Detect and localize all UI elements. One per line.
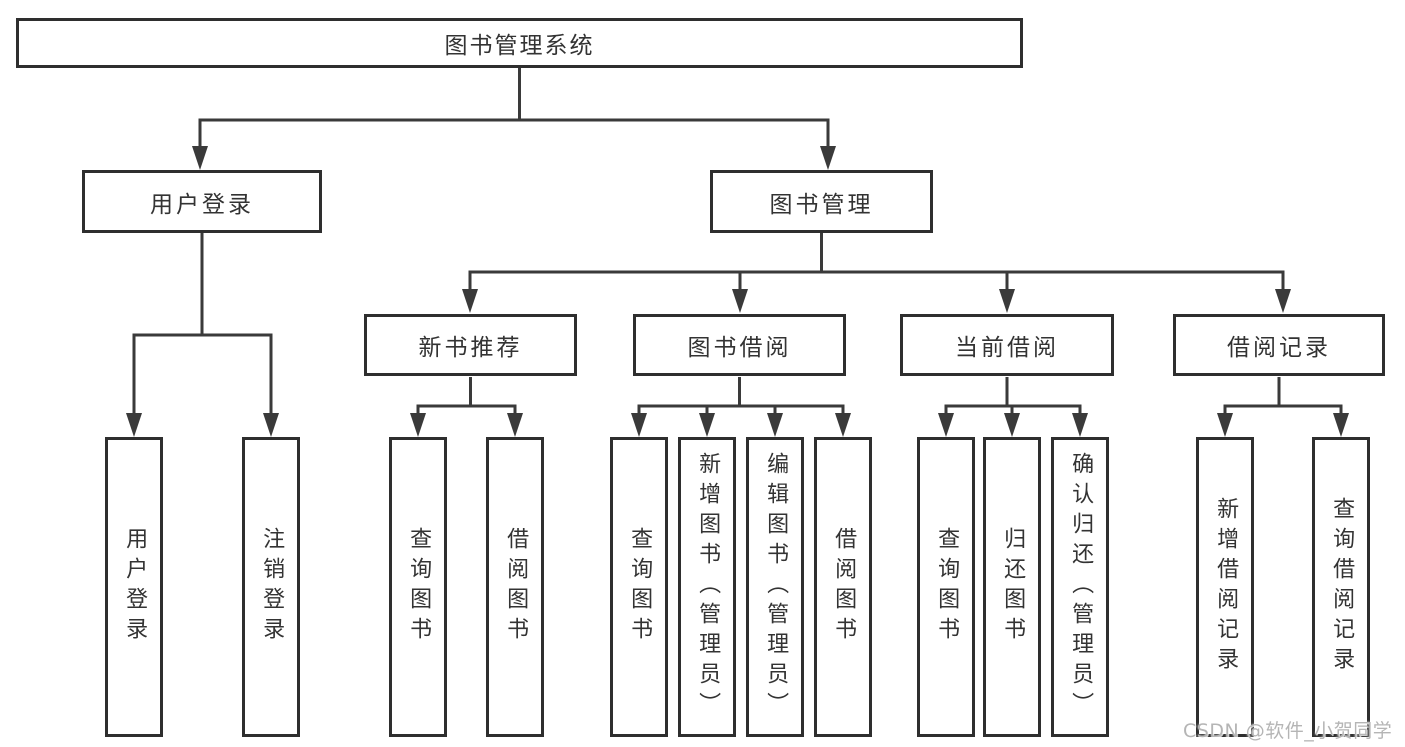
arrowheads: [126, 146, 1349, 437]
leaf-user-login: 用户登录: [105, 437, 163, 737]
connector-book-management: [468, 233, 1285, 295]
leaf-edit-book-admin: 编辑图书（管理员）: [746, 437, 804, 737]
arrow-down-icon: [1072, 413, 1088, 437]
leaf-borrow-books-label: 借阅图书: [831, 527, 857, 647]
arrow-down-icon: [938, 413, 954, 437]
connector-user-login: [132, 233, 273, 419]
arrow-down-icon: [462, 289, 478, 313]
node-current-borrow: 当前借阅: [900, 314, 1114, 376]
leaf-edit-book-admin-label: 编辑图书（管理员）: [763, 452, 789, 722]
leaf-query-books-recommend-label: 查询图书: [406, 527, 432, 647]
arrow-down-icon: [1004, 413, 1020, 437]
connector-current-borrow: [944, 377, 1082, 419]
arrow-down-icon: [1217, 413, 1233, 437]
arrow-down-icon: [1333, 413, 1349, 437]
arrow-down-icon: [699, 413, 715, 437]
connector-book-borrow: [637, 377, 845, 419]
node-new-book-recommend-label: 新书推荐: [418, 335, 523, 361]
node-book-management: 图书管理: [710, 170, 933, 233]
leaf-query-books-borrow-label: 查询图书: [627, 527, 653, 647]
connector-root: [198, 68, 830, 152]
leaf-add-borrow-record-label: 新增借阅记录: [1213, 497, 1239, 677]
leaf-add-book-admin: 新增图书（管理员）: [678, 437, 736, 737]
arrow-down-icon: [732, 289, 748, 313]
connector-new-book: [416, 377, 517, 419]
node-book-borrow-label: 图书借阅: [687, 335, 792, 361]
arrow-down-icon: [835, 413, 851, 437]
node-borrow-records-label: 借阅记录: [1227, 335, 1331, 361]
node-book-management-label: 图书管理: [769, 191, 874, 218]
leaf-confirm-return-admin-label: 确认归还（管理员）: [1068, 452, 1094, 722]
node-root-label: 图书管理系统: [444, 33, 595, 59]
leaf-query-books-recommend: 查询图书: [389, 437, 447, 737]
node-current-borrow-label: 当前借阅: [955, 335, 1059, 361]
leaf-borrow-books-recommend: 借阅图书: [486, 437, 544, 737]
watermark: CSDN @软件_小贺同学: [1183, 720, 1393, 742]
arrow-down-icon: [820, 146, 836, 170]
leaf-return-book: 归还图书: [983, 437, 1041, 737]
leaf-query-books-current-label: 查询图书: [934, 527, 960, 647]
arrow-down-icon: [410, 413, 426, 437]
leaf-return-book-label: 归还图书: [1000, 527, 1026, 647]
node-book-borrow: 图书借阅: [633, 314, 846, 376]
node-new-book-recommend: 新书推荐: [364, 314, 577, 376]
arrow-down-icon: [126, 413, 142, 437]
leaf-borrow-books: 借阅图书: [814, 437, 872, 737]
leaf-logout: 注销登录: [242, 437, 300, 737]
arrow-down-icon: [192, 146, 208, 170]
leaf-confirm-return-admin: 确认归还（管理员）: [1051, 437, 1109, 737]
node-user-login: 用户登录: [82, 170, 322, 233]
leaf-query-books-current: 查询图书: [917, 437, 975, 737]
arrow-down-icon: [1275, 289, 1291, 313]
leaf-add-book-admin-label: 新增图书（管理员）: [695, 452, 721, 722]
leaf-query-borrow-record-label: 查询借阅记录: [1329, 497, 1355, 677]
leaf-user-login-label: 用户登录: [122, 527, 148, 647]
arrow-down-icon: [999, 289, 1015, 313]
arrow-down-icon: [767, 413, 783, 437]
node-borrow-records: 借阅记录: [1173, 314, 1385, 376]
arrow-down-icon: [631, 413, 647, 437]
leaf-query-borrow-record: 查询借阅记录: [1312, 437, 1370, 737]
node-root: 图书管理系统: [16, 18, 1023, 68]
leaf-logout-label: 注销登录: [259, 527, 285, 647]
leaf-query-books-borrow: 查询图书: [610, 437, 668, 737]
leaf-add-borrow-record: 新增借阅记录: [1196, 437, 1254, 737]
connector-borrow-records: [1223, 377, 1343, 419]
node-user-login-label: 用户登录: [150, 191, 254, 218]
arrow-down-icon: [263, 413, 279, 437]
leaf-borrow-books-recommend-label: 借阅图书: [503, 527, 529, 647]
arrow-down-icon: [507, 413, 523, 437]
